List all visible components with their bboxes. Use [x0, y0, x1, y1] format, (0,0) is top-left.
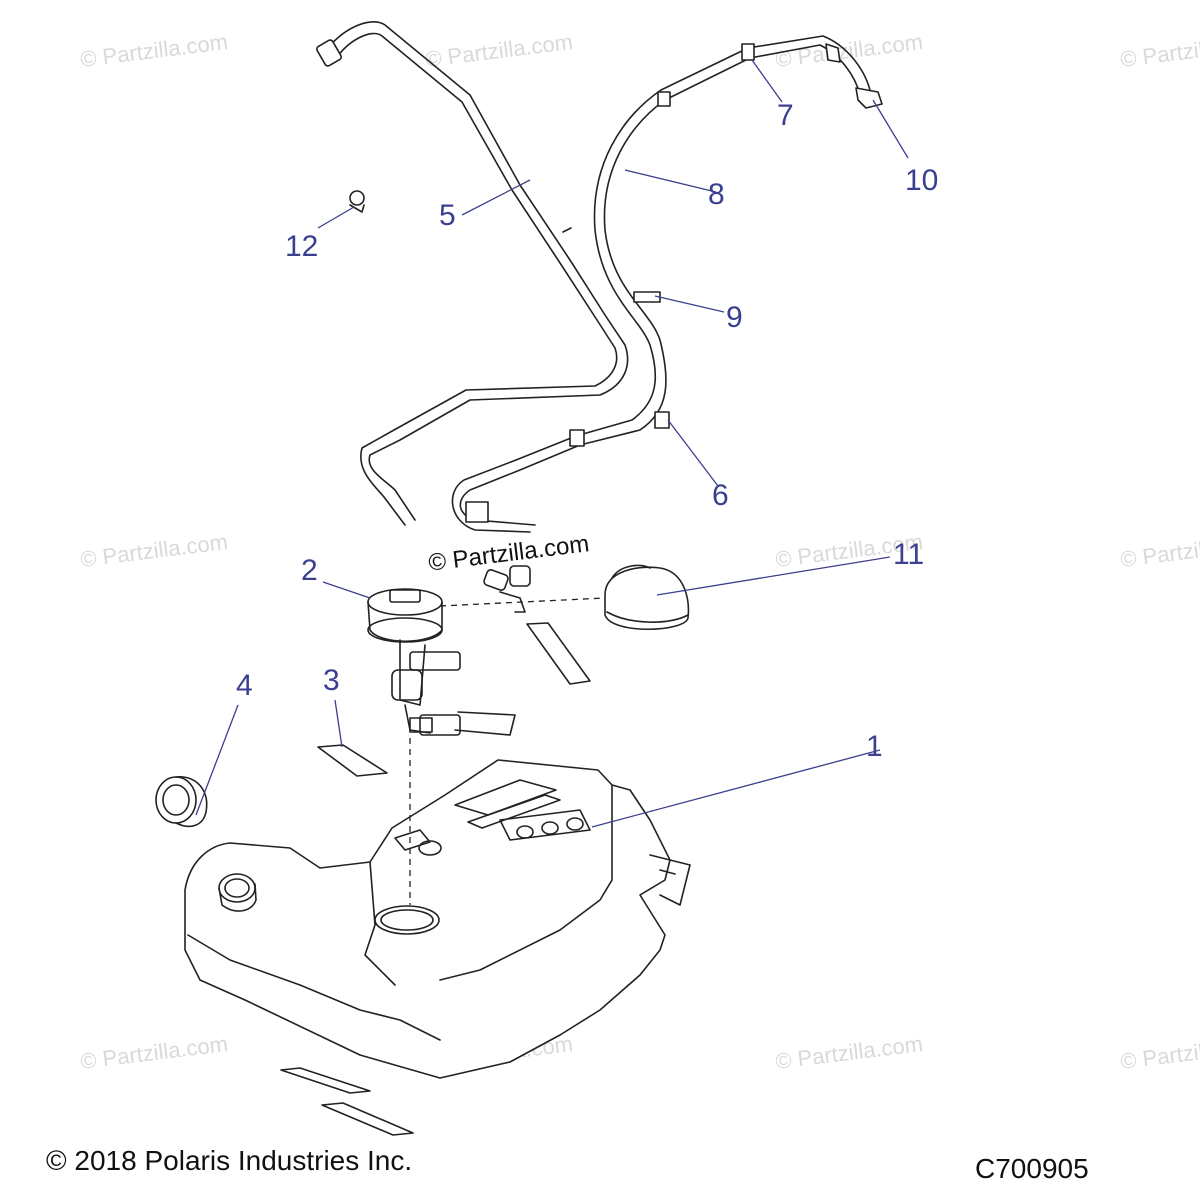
clip-6 — [654, 411, 670, 429]
strip-upper — [526, 622, 591, 685]
part-10-fitting — [855, 87, 883, 109]
callout-12: 12 — [285, 230, 319, 263]
part-4-fuel-cap — [155, 776, 208, 828]
strip-lower-1 — [280, 1067, 371, 1094]
part-2-fuel-pump — [367, 588, 516, 736]
callout-7: 7 — [777, 99, 794, 132]
clip-7 — [741, 43, 755, 61]
callout-9: 9 — [726, 301, 743, 334]
callout-3: 3 — [323, 664, 340, 697]
assembly-lines — [409, 597, 606, 905]
part-11-valve — [604, 564, 690, 630]
callout-2: 2 — [301, 554, 318, 587]
part-5-vent-hose — [316, 21, 629, 526]
part-3-strip — [317, 744, 388, 777]
part-1-fuel-tank — [184, 759, 691, 1079]
callout-10: 10 — [905, 164, 939, 197]
callout-5: 5 — [439, 199, 456, 232]
part-8-breather-hose — [451, 35, 883, 533]
callout-11: 11 — [893, 538, 925, 571]
fuel-line-connector — [483, 565, 531, 613]
callout-6: 6 — [712, 479, 729, 512]
callout-1: 1 — [866, 730, 883, 763]
copyright-text: © 2018 Polaris Industries Inc. — [46, 1145, 413, 1176]
strip-lower-2 — [321, 1102, 414, 1136]
callout-4: 4 — [236, 669, 253, 702]
clip-9 — [633, 291, 661, 303]
drawing-number: C700905 — [975, 1153, 1089, 1184]
leader-lines — [195, 59, 909, 828]
callout-8: 8 — [708, 178, 725, 211]
